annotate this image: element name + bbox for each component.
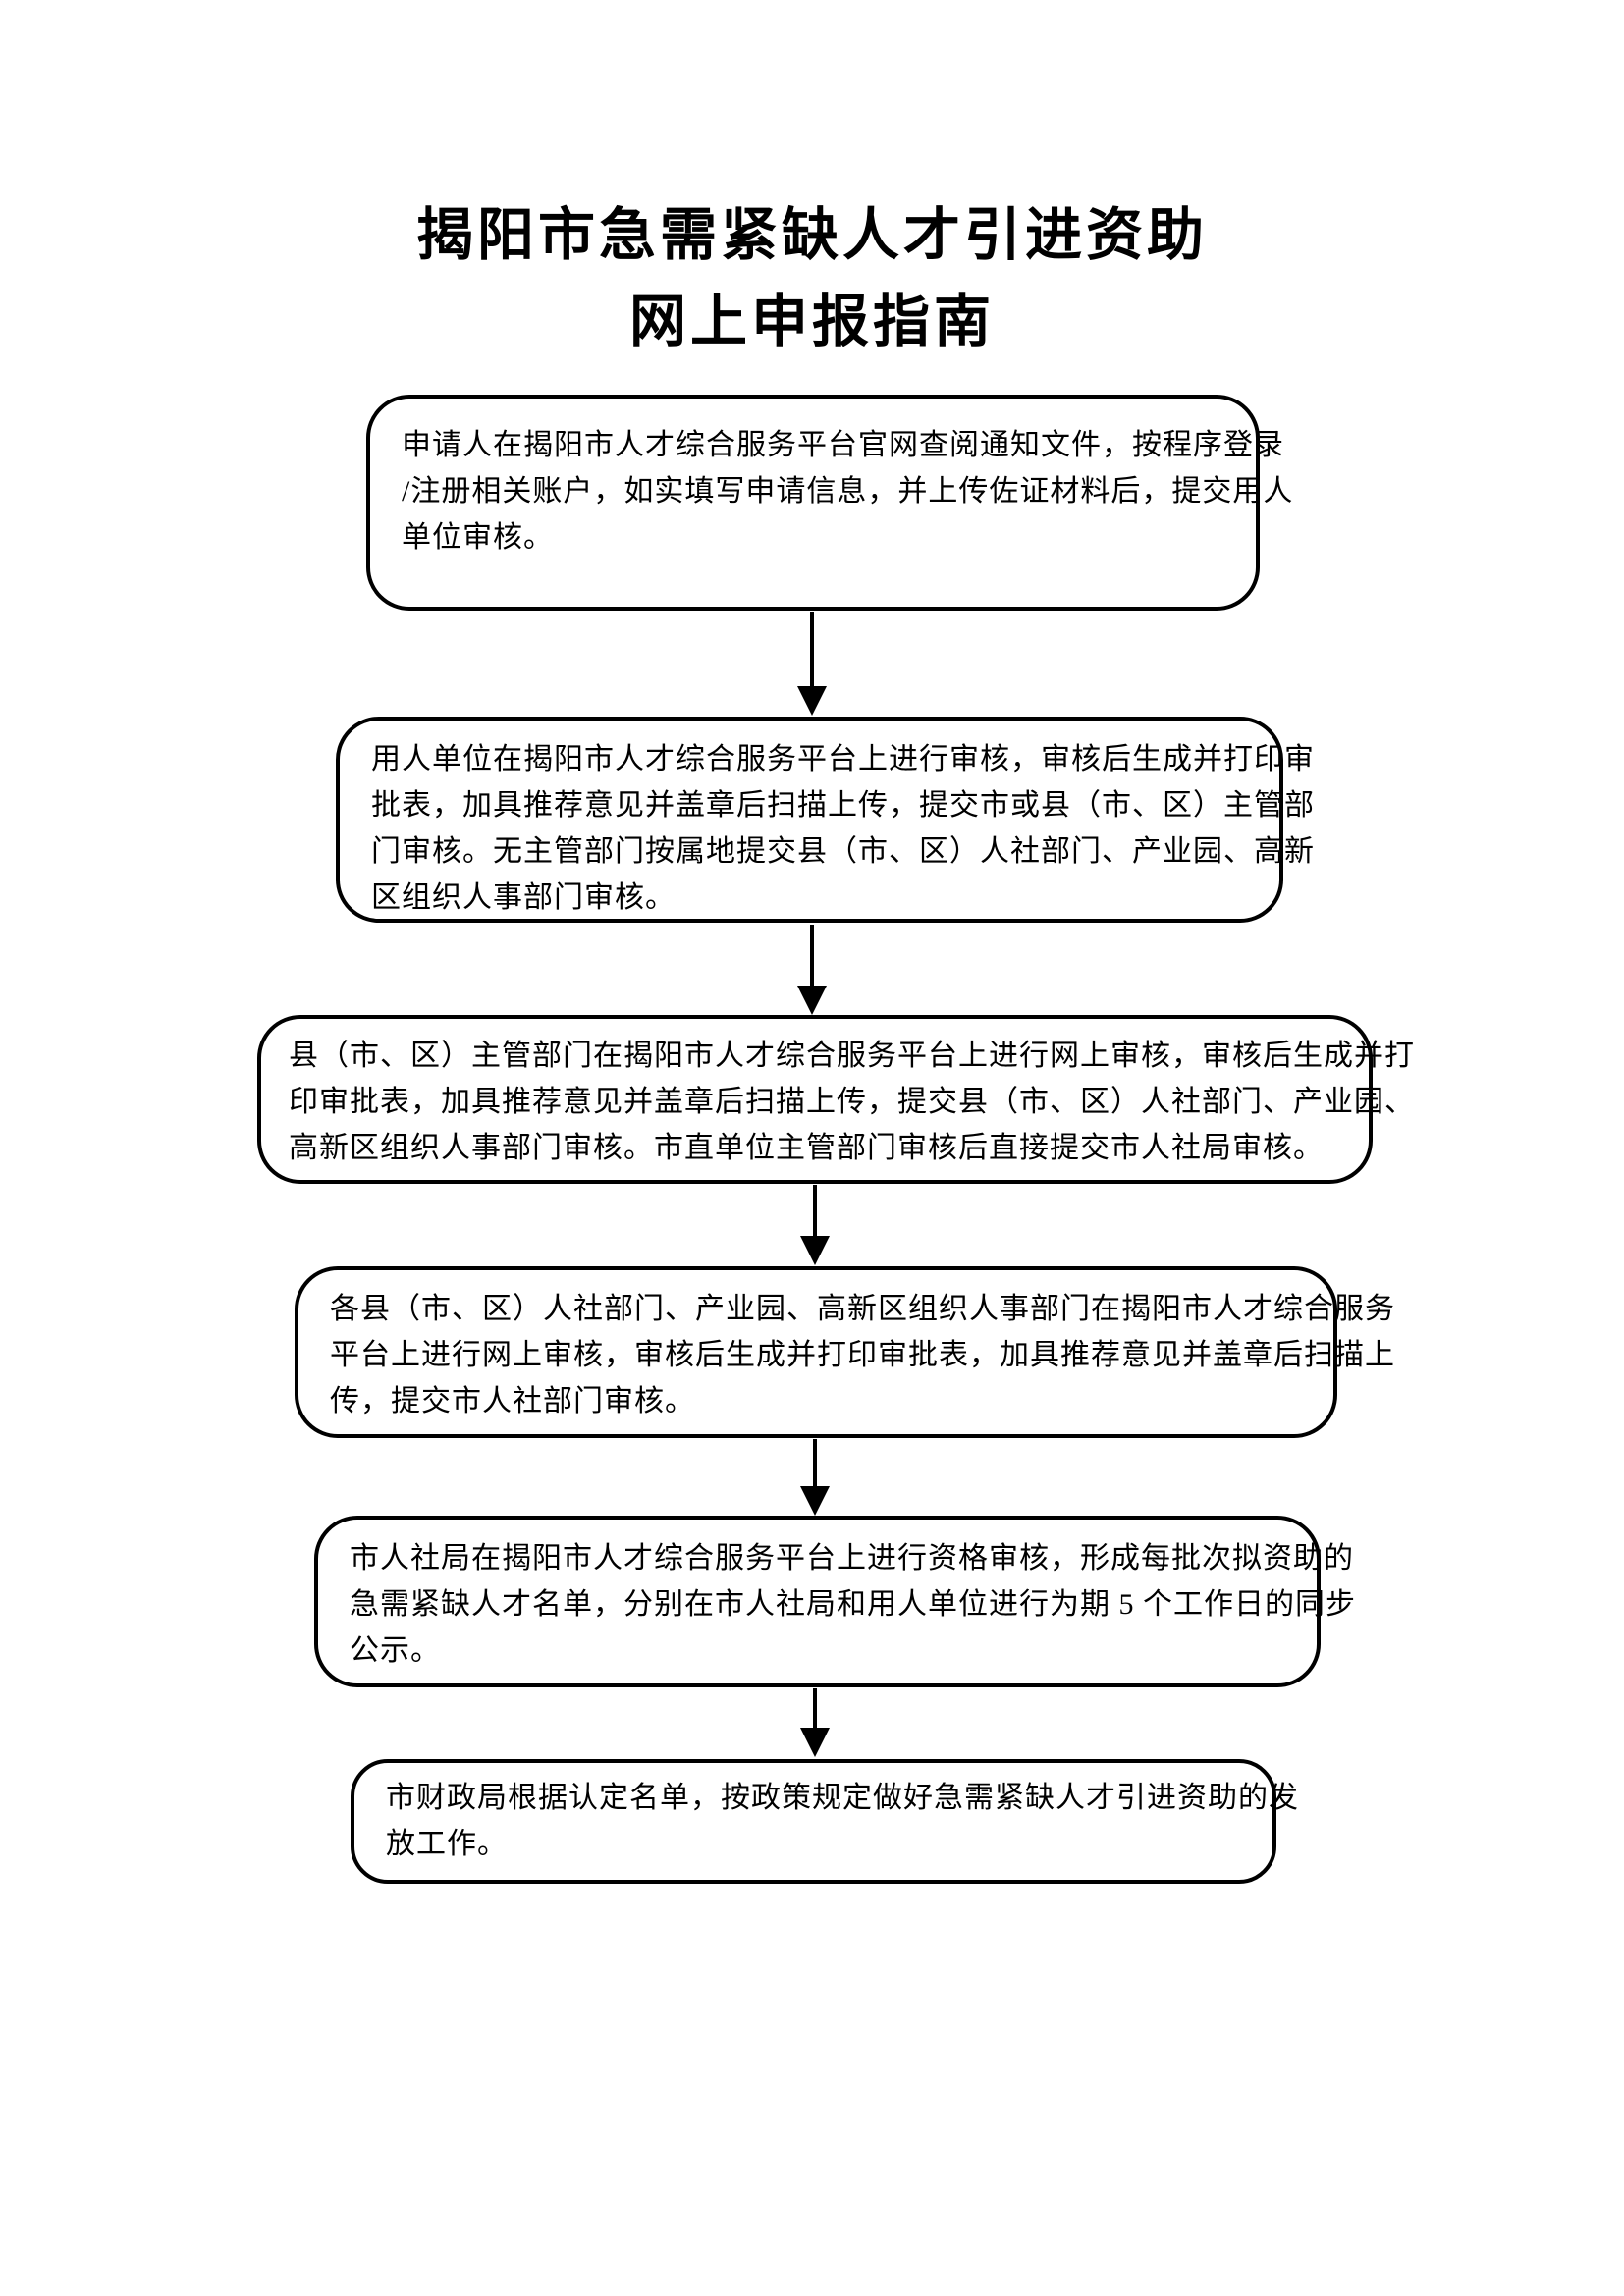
- flow-step-text-line: /注册相关账户，如实填写申请信息，并上传佐证材料后，提交用人: [402, 475, 1294, 507]
- flow-arrow-down-icon: [800, 1185, 830, 1265]
- flow-step-employer-review: 用人单位在揭阳市人才综合服务平台上进行审核，审核后生成并打印审 批表，加具推荐意…: [336, 717, 1315, 923]
- arrow-head: [797, 686, 827, 716]
- flow-step-text-line: 高新区组织人事部门审核。市直单位主管部门审核后直接提交市人社局审核。: [289, 1132, 1324, 1164]
- flow-step-text: 市人社局在揭阳市人才综合服务平台上进行资格审核，形成每批次拟资助的 急需紧缺人才…: [350, 1535, 1356, 1674]
- flow-step-text-line: 各县（市、区）人社部门、产业园、高新区组织人事部门在揭阳市人才综合服务: [330, 1293, 1395, 1325]
- flow-step-text-line: 用人单位在揭阳市人才综合服务平台上进行审核，审核后生成并打印审: [371, 743, 1315, 775]
- flow-step-text-line: 公示。: [350, 1634, 441, 1667]
- page-title-line-2: 网上申报指南: [628, 290, 995, 353]
- page-title: 揭阳市急需紧缺人才引进资助 网上申报指南: [0, 192, 1624, 365]
- arrow-shaft: [810, 612, 814, 688]
- flow-arrow-down-icon: [800, 1688, 830, 1757]
- arrow-head: [800, 1236, 830, 1265]
- flow-step-text-line: 市人社局在揭阳市人才综合服务平台上进行资格审核，形成每批次拟资助的: [350, 1542, 1354, 1575]
- flow-step-text-line: 传，提交市人社部门审核。: [330, 1385, 695, 1417]
- flow-step-county-competent-dept-review: 县（市、区）主管部门在揭阳市人才综合服务平台上进行网上审核，审核后生成并打 印审…: [257, 1015, 1415, 1184]
- flow-step-applicant-submission: 申请人在揭阳市人才综合服务平台官网查阅通知文件，按程序登录 /注册相关账户，如实…: [366, 395, 1294, 611]
- flow-step-text-line: 县（市、区）主管部门在揭阳市人才综合服务平台上进行网上审核，审核后生成并打: [289, 1040, 1415, 1072]
- flow-step-text-line: 市财政局根据认定名单，按政策规定做好急需紧缺人才引进资助的发: [386, 1782, 1299, 1814]
- flow-arrow-down-icon: [797, 925, 827, 1015]
- flow-arrow-down-icon: [800, 1439, 830, 1516]
- flow-step-text-line: 批表，加具推荐意见并盖章后扫描上传，提交市或县（市、区）主管部: [371, 789, 1315, 822]
- flow-step-city-finance-bureau-disbursement: 市财政局根据认定名单，按政策规定做好急需紧缺人才引进资助的发 放工作。: [351, 1759, 1299, 1884]
- flow-step-text: 市财政局根据认定名单，按政策规定做好急需紧缺人才引进资助的发 放工作。: [386, 1775, 1299, 1867]
- flow-step-text-line: 放工作。: [386, 1828, 508, 1860]
- flow-step-city-hr-bureau-qualification-review: 市人社局在揭阳市人才综合服务平台上进行资格审核，形成每批次拟资助的 急需紧缺人才…: [314, 1516, 1356, 1687]
- flow-step-text: 申请人在揭阳市人才综合服务平台官网查阅通知文件，按程序登录 /注册相关账户，如实…: [402, 422, 1294, 561]
- flow-step-text-line: 单位审核。: [402, 521, 554, 554]
- flow-step-text-line: 区组织人事部门审核。: [371, 881, 676, 914]
- arrow-shaft: [810, 925, 814, 988]
- arrow-shaft: [813, 1185, 817, 1238]
- arrow-head: [797, 986, 827, 1015]
- flow-step-text: 各县（市、区）人社部门、产业园、高新区组织人事部门在揭阳市人才综合服务 平台上进…: [330, 1286, 1395, 1424]
- flow-step-text-line: 平台上进行网上审核，审核后生成并打印审批表，加具推荐意见并盖章后扫描上: [330, 1339, 1395, 1371]
- flow-step-text-line: 门审核。无主管部门按属地提交县（市、区）人社部门、产业园、高新: [371, 835, 1315, 868]
- flow-step-text: 用人单位在揭阳市人才综合服务平台上进行审核，审核后生成并打印审 批表，加具推荐意…: [371, 736, 1315, 921]
- arrow-head: [800, 1728, 830, 1757]
- flow-step-text: 县（市、区）主管部门在揭阳市人才综合服务平台上进行网上审核，审核后生成并打 印审…: [289, 1033, 1415, 1171]
- flow-step-county-hr-dept-review: 各县（市、区）人社部门、产业园、高新区组织人事部门在揭阳市人才综合服务 平台上进…: [295, 1266, 1395, 1438]
- page-title-line-1: 揭阳市急需紧缺人才引进资助: [415, 203, 1208, 267]
- flow-step-text-line: 印审批表，加具推荐意见并盖章后扫描上传，提交县（市、区）人社部门、产业园、: [289, 1086, 1415, 1118]
- flow-arrow-down-icon: [797, 612, 827, 716]
- arrow-shaft: [813, 1439, 817, 1488]
- arrow-shaft: [813, 1688, 817, 1730]
- arrow-head: [800, 1486, 830, 1516]
- flow-step-text-line: 申请人在揭阳市人才综合服务平台官网查阅通知文件，按程序登录: [402, 429, 1284, 461]
- flow-step-text-line: 急需紧缺人才名单，分别在市人社局和用人单位进行为期 5 个工作日的同步: [350, 1588, 1356, 1621]
